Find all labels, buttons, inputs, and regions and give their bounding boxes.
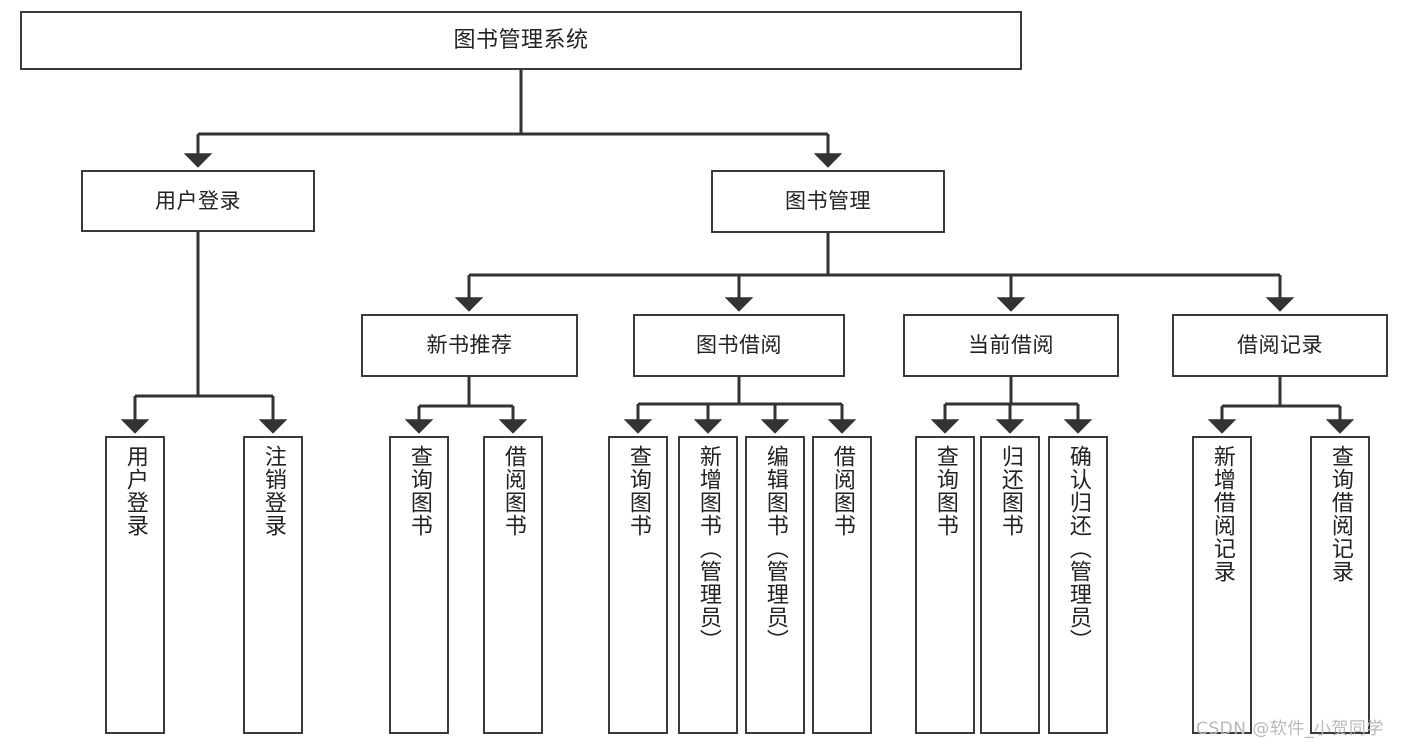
- node-leaf-query-record-label: 查询借阅记录: [1327, 445, 1353, 583]
- node-book-borrow-label: 图书借阅: [696, 333, 782, 358]
- node-leaf-edit-book-label: 编辑图书（管理员）: [762, 445, 788, 652]
- node-new-book-recommend[interactable]: 新书推荐: [361, 314, 578, 377]
- node-leaf-borrow-book-2[interactable]: 借阅图书: [812, 436, 872, 734]
- node-user-login[interactable]: 用户登录: [81, 170, 315, 232]
- node-leaf-confirm-return[interactable]: 确认归还（管理员）: [1048, 436, 1108, 734]
- node-borrow-record-label: 借阅记录: [1237, 333, 1323, 358]
- node-leaf-query-book-3-label: 查询图书: [932, 445, 958, 537]
- node-leaf-user-login-label: 用户登录: [122, 445, 148, 537]
- node-book-manage-label: 图书管理: [785, 189, 871, 214]
- node-leaf-add-record[interactable]: 新增借阅记录: [1192, 436, 1252, 734]
- node-leaf-return-book[interactable]: 归还图书: [980, 436, 1040, 734]
- node-leaf-query-book-2[interactable]: 查询图书: [608, 436, 668, 734]
- node-book-borrow[interactable]: 图书借阅: [633, 314, 845, 377]
- node-leaf-borrow-book-1[interactable]: 借阅图书: [483, 436, 543, 734]
- node-new-book-recommend-label: 新书推荐: [426, 333, 513, 358]
- node-leaf-logout[interactable]: 注销登录: [243, 436, 303, 734]
- node-leaf-return-book-label: 归还图书: [997, 445, 1023, 537]
- node-book-manage[interactable]: 图书管理: [711, 170, 945, 233]
- node-leaf-add-record-label: 新增借阅记录: [1209, 445, 1235, 583]
- node-current-borrow[interactable]: 当前借阅: [903, 314, 1119, 377]
- node-user-login-label: 用户登录: [155, 188, 241, 213]
- node-leaf-query-book-1[interactable]: 查询图书: [389, 436, 449, 734]
- node-leaf-add-book-label: 新增图书（管理员）: [695, 445, 721, 652]
- node-leaf-edit-book[interactable]: 编辑图书（管理员）: [745, 436, 805, 734]
- node-borrow-record[interactable]: 借阅记录: [1172, 314, 1388, 377]
- node-leaf-logout-label: 注销登录: [260, 445, 286, 537]
- node-leaf-add-book[interactable]: 新增图书（管理员）: [678, 436, 738, 734]
- node-leaf-query-book-1-label: 查询图书: [406, 445, 432, 537]
- node-leaf-query-book-2-label: 查询图书: [625, 445, 651, 537]
- node-leaf-confirm-return-label: 确认归还（管理员）: [1065, 445, 1091, 652]
- node-current-borrow-label: 当前借阅: [968, 333, 1054, 358]
- node-root[interactable]: 图书管理系统: [20, 11, 1022, 70]
- node-leaf-borrow-book-1-label: 借阅图书: [500, 445, 526, 537]
- node-root-label: 图书管理系统: [453, 27, 589, 53]
- node-leaf-query-record[interactable]: 查询借阅记录: [1310, 436, 1370, 734]
- node-leaf-query-book-3[interactable]: 查询图书: [915, 436, 975, 734]
- node-leaf-user-login[interactable]: 用户登录: [105, 436, 165, 734]
- node-leaf-borrow-book-2-label: 借阅图书: [829, 445, 855, 537]
